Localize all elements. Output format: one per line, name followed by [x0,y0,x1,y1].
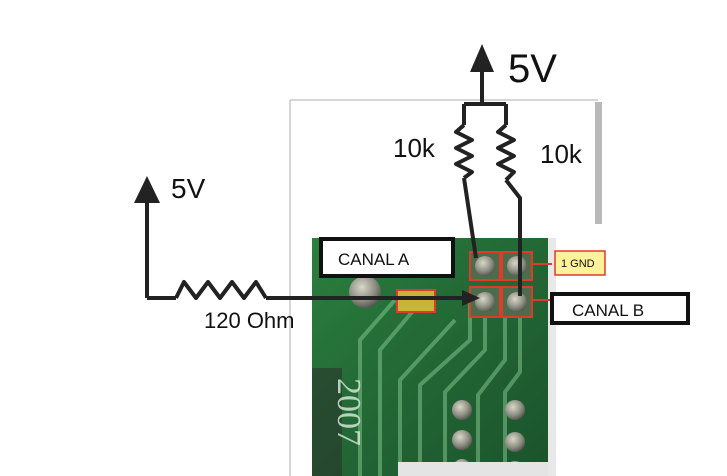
arrow-up-icon [470,44,494,72]
wire-pullup-left [462,177,478,259]
pcb-marking: 2007 [330,378,367,446]
canal-b-label: CANAL B [572,301,644,320]
canal-a-label: CANAL A [338,250,410,269]
vcc-left-label: 5V [171,173,206,204]
resistor-left-symbol [454,123,474,180]
top-supply [462,66,508,125]
resistor-series-symbol [174,280,268,300]
canal-b-box: CANAL B [550,292,690,325]
resistor-series-value: 120 Ohm [204,308,295,333]
wire-pullup-right [504,178,522,296]
gnd-tag-label: 1 GND [561,258,595,270]
arrow-right-icon [462,290,480,306]
resistor-right-symbol [496,123,516,182]
vcc-top-label: 5V [508,47,557,91]
gnd-tag: 1 GND [554,250,606,276]
arrow-up-icon [134,176,160,203]
board-frame [289,99,602,476]
resistor-left-value: 10k [393,133,436,163]
resistor-right-value: 10k [540,139,583,169]
canal-a-box: CANAL A [319,237,455,278]
